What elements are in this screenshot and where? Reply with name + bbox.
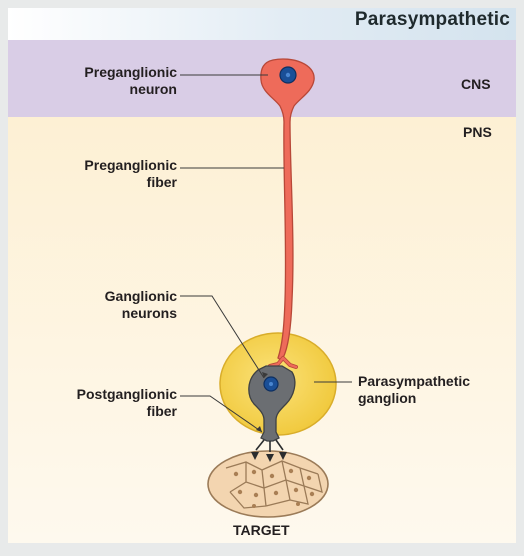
target-tissue xyxy=(207,450,329,518)
label-line: ganglion xyxy=(358,390,417,406)
target-label: TARGET xyxy=(233,522,290,538)
header-band xyxy=(8,8,516,40)
pns-label: PNS xyxy=(463,124,492,140)
label-line: Postganglionic xyxy=(76,386,177,402)
postganglionic-fiber-label: Postganglionic fiber xyxy=(77,386,177,420)
ganglionic-neuron xyxy=(248,365,296,462)
label-line: Preganglionic xyxy=(84,64,177,80)
label-line: neuron xyxy=(129,81,177,97)
leader-lines xyxy=(180,74,352,433)
label-line: neurons xyxy=(121,305,177,321)
label-line: Preganglionic xyxy=(84,157,177,173)
label-line: fiber xyxy=(146,403,177,419)
preganglionic-fiber-label: Preganglionic fiber xyxy=(84,157,177,191)
ganglionic-neurons-label: Ganglionic neurons xyxy=(105,288,177,322)
parasympathetic-ganglion-label: Parasympathetic ganglion xyxy=(358,373,470,407)
page-title: Parasympathetic xyxy=(354,9,510,30)
preganglionic-neuron xyxy=(260,58,315,369)
label-line: fiber xyxy=(146,174,177,190)
cns-label: CNS xyxy=(461,76,491,92)
preganglionic-neuron-label: Preganglionic neuron xyxy=(84,64,177,98)
label-line: Ganglionic xyxy=(104,288,177,304)
label-line: Parasympathetic xyxy=(358,373,471,389)
